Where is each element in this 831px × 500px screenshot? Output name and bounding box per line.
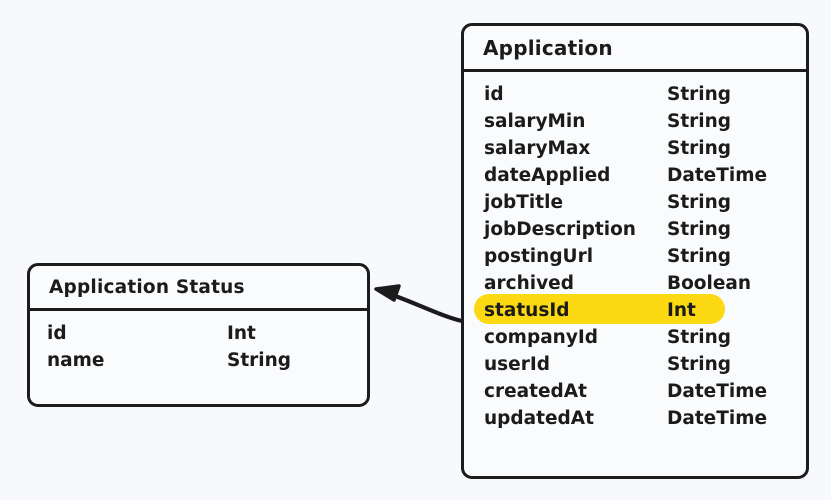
field-row-statusid[interactable]: statusId Int bbox=[464, 297, 806, 324]
field-type-salarymax: String bbox=[667, 138, 732, 159]
field-type-archived: Boolean bbox=[667, 273, 752, 294]
field-row-id[interactable]: id String bbox=[464, 81, 806, 108]
field-row-jobdescription[interactable]: jobDescription String bbox=[464, 216, 806, 243]
field-name-statusid: statusId bbox=[484, 300, 570, 321]
field-name-updatedat: updatedAt bbox=[484, 408, 594, 429]
field-type-id: String bbox=[667, 84, 732, 105]
relation-arrow-head bbox=[374, 284, 401, 302]
field-name-name: name bbox=[47, 350, 105, 371]
entity-field-list-application: id String salaryMin String salaryMax Str… bbox=[464, 72, 806, 476]
field-name-jobdescription: jobDescription bbox=[484, 219, 636, 240]
field-type-id: Int bbox=[227, 323, 256, 344]
field-row-createdat[interactable]: createdAt DateTime bbox=[464, 378, 806, 405]
field-name-id: id bbox=[47, 323, 67, 344]
field-type-dateapplied: DateTime bbox=[667, 165, 768, 186]
field-row-archived[interactable]: archived Boolean bbox=[464, 270, 806, 297]
field-row-name[interactable]: name String bbox=[30, 347, 367, 374]
relation-arrow-line bbox=[378, 288, 465, 324]
field-name-dateapplied: dateApplied bbox=[484, 165, 611, 186]
field-type-userid: String bbox=[667, 354, 732, 375]
field-name-createdat: createdAt bbox=[484, 381, 587, 402]
field-name-archived: archived bbox=[484, 273, 574, 294]
field-type-createdat: DateTime bbox=[667, 381, 768, 402]
field-row-companyid[interactable]: companyId String bbox=[464, 324, 806, 351]
field-row-salarymax[interactable]: salaryMax String bbox=[464, 135, 806, 162]
field-row-updatedat[interactable]: updatedAt DateTime bbox=[464, 405, 806, 432]
relation-arrow-statusid-to-application-status bbox=[374, 284, 465, 324]
entity-header-application: Application bbox=[464, 26, 806, 72]
field-type-name: String bbox=[227, 350, 292, 371]
field-name-salarymax: salaryMax bbox=[484, 138, 591, 159]
entity-card-application-status[interactable]: Application Status id Int name String bbox=[27, 263, 370, 407]
entity-field-list-application-status: id Int name String bbox=[30, 311, 367, 404]
field-row-dateapplied[interactable]: dateApplied DateTime bbox=[464, 162, 806, 189]
field-type-jobtitle: String bbox=[667, 192, 732, 213]
field-name-salarymin: salaryMin bbox=[484, 111, 586, 132]
entity-title-application-status: Application Status bbox=[49, 276, 245, 298]
field-row-id[interactable]: id Int bbox=[30, 320, 367, 347]
field-type-postingurl: String bbox=[667, 246, 732, 267]
field-row-postingurl[interactable]: postingUrl String bbox=[464, 243, 806, 270]
field-name-companyid: companyId bbox=[484, 327, 599, 348]
field-type-updatedat: DateTime bbox=[667, 408, 768, 429]
entity-header-application-status: Application Status bbox=[30, 266, 367, 311]
field-name-userid: userId bbox=[484, 354, 550, 375]
field-row-jobtitle[interactable]: jobTitle String bbox=[464, 189, 806, 216]
entity-card-application[interactable]: Application id String salaryMin String s… bbox=[461, 23, 809, 479]
field-name-jobtitle: jobTitle bbox=[484, 192, 563, 213]
field-name-id: id bbox=[484, 84, 504, 105]
field-type-salarymin: String bbox=[667, 111, 732, 132]
field-row-userid[interactable]: userId String bbox=[464, 351, 806, 378]
field-name-postingurl: postingUrl bbox=[484, 246, 594, 267]
field-row-salarymin[interactable]: salaryMin String bbox=[464, 108, 806, 135]
field-type-companyid: String bbox=[667, 327, 732, 348]
statusid-highlight-marker bbox=[474, 294, 725, 324]
field-type-jobdescription: String bbox=[667, 219, 732, 240]
field-type-statusid: Int bbox=[667, 300, 696, 321]
entity-title-application: Application bbox=[483, 35, 613, 60]
